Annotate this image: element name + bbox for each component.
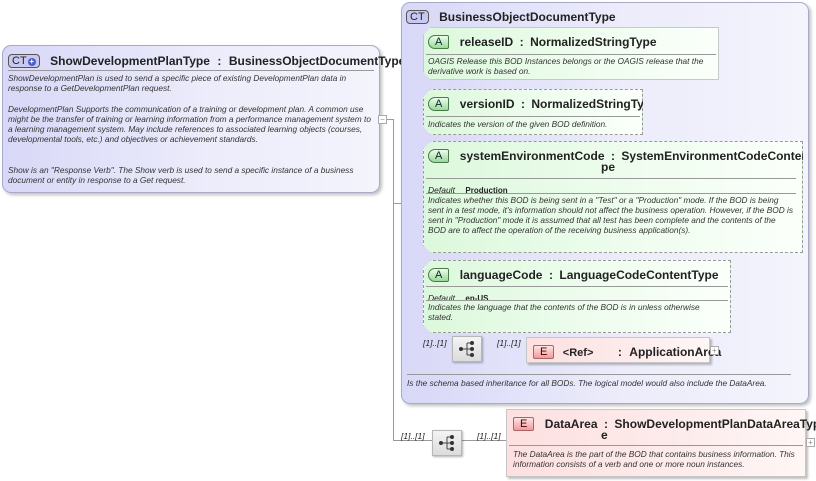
attribute-description: Indicates the language that the contents… [428, 302, 700, 322]
plus-icon[interactable]: + [710, 346, 719, 355]
type-separator: : [520, 97, 525, 111]
element-badge: E [513, 416, 535, 431]
minus-icon[interactable]: − [378, 115, 387, 124]
divider [426, 193, 796, 194]
divider [426, 54, 716, 55]
complex-type-badge: CT+ [8, 53, 40, 68]
connector-seq-to-dataarea [460, 440, 508, 441]
attribute-name: versionID [459, 97, 515, 111]
attribute-description: OAGIS Release this BOD Instances belongs… [428, 56, 704, 76]
attribute-badge: A [428, 35, 449, 49]
default-value: en-US [465, 294, 489, 303]
attribute-type: LanguageCodeContentType [559, 268, 719, 282]
type-separator: : [617, 345, 622, 359]
root-type-name: ShowDevelopmentPlanType [50, 54, 210, 68]
divider [426, 178, 796, 179]
attribute-languageCode[interactable]: A languageCode : LanguageCodeContentType… [423, 260, 731, 333]
type-separator: : [548, 268, 553, 282]
element-badge: E [533, 344, 555, 359]
divider [426, 286, 728, 287]
attribute-badge: A [428, 97, 449, 111]
attribute-description: Indicates the version of the given BOD d… [428, 119, 608, 129]
plus-icon[interactable]: + [806, 438, 815, 447]
connector-root-out [386, 119, 394, 120]
attribute-type: NormalizedStringType [530, 35, 657, 49]
sequence-icon [439, 435, 454, 451]
divider [426, 116, 640, 117]
cardinality: [1]..[1] [401, 431, 425, 441]
sequence-icon [459, 341, 474, 357]
element-ApplicationArea[interactable]: E <Ref> : ApplicationArea [526, 337, 721, 363]
attribute-type: SystemEnvironmentCodeContentTy [621, 149, 816, 163]
element-type: ShowDevelopmentPlanDataAreaTyp [614, 417, 816, 431]
root-description-3: Show is an "Response Verb". The Show ver… [8, 165, 354, 185]
cardinality: [1]..[1] [497, 338, 521, 348]
cardinality: [1]..[1] [423, 338, 447, 348]
connector-to-base [393, 203, 402, 204]
sequence-compositor[interactable] [432, 430, 462, 456]
element-description: The DataArea is the part of the BOD that… [513, 449, 795, 469]
type-separator: : [519, 35, 524, 49]
type-separator: : [610, 149, 615, 163]
element-DataArea[interactable]: E DataArea : ShowDevelopmentPlanDataArea… [506, 409, 816, 477]
connector-to-dataarea-seq [393, 440, 432, 441]
attribute-systemEnvironmentCode[interactable]: A systemEnvironmentCode : SystemEnvironm… [423, 141, 803, 253]
cardinality: [1]..[1] [477, 431, 501, 441]
default-label: Default [428, 293, 455, 303]
attribute-name: releaseID [459, 35, 514, 49]
complex-type-badge: CT [406, 9, 429, 24]
default-label: Default [428, 185, 455, 195]
attribute-name: languageCode [459, 268, 543, 282]
element-type-wrap: e [601, 428, 608, 442]
base-type-name: BusinessObjectDocumentType [439, 10, 616, 24]
root-base-type: BusinessObjectDocumentType [228, 54, 406, 68]
base-description: Is the schema based inheritance for all … [407, 378, 767, 388]
connector-trunk [393, 119, 394, 440]
attribute-name: systemEnvironmentCode [459, 149, 605, 163]
attribute-description: Indicates whether this BOD is being sent… [428, 195, 793, 235]
attribute-type: NormalizedStringType [531, 97, 658, 111]
element-name: ApplicationArea [629, 345, 722, 359]
attribute-releaseID[interactable]: A releaseID : NormalizedStringType OAGIS… [423, 27, 719, 80]
default-value: Production [465, 186, 508, 195]
sequence-compositor[interactable] [452, 336, 482, 362]
element-name: DataArea [544, 417, 598, 431]
ref-label: <Ref> [562, 347, 594, 359]
divider [426, 300, 728, 301]
root-description-1: ShowDevelopmentPlan is used to send a sp… [8, 73, 347, 93]
divider [509, 445, 803, 446]
attribute-badge: A [428, 149, 449, 163]
root-complex-type[interactable]: CT+ ShowDevelopmentPlanType : BusinessOb… [2, 45, 405, 193]
root-description-2: DevelopmentPlan Supports the communicati… [8, 104, 371, 144]
attribute-type-wrap: pe [601, 160, 616, 174]
attribute-versionID[interactable]: A versionID : NormalizedStringType Indic… [423, 89, 643, 135]
divider [407, 374, 791, 375]
plus-icon: + [27, 56, 36, 66]
attribute-badge: A [428, 268, 449, 282]
type-separator: : [603, 417, 608, 431]
divider [8, 70, 374, 71]
type-separator: : [217, 54, 222, 68]
